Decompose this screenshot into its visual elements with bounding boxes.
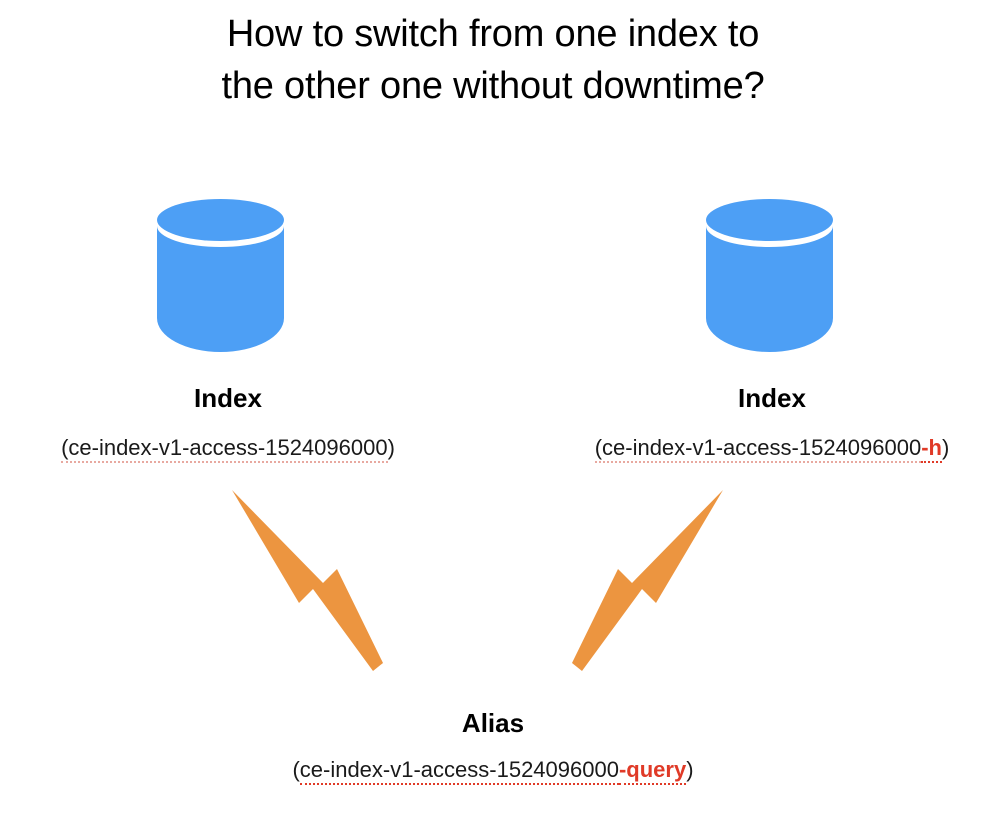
database-cylinder-icon-index-old — [157, 198, 284, 356]
index-old-name: (ce-index-v1-access-1524096000) — [0, 435, 721, 463]
index-new-name-text: (ce-index-v1-access-1524096000 — [594, 435, 922, 463]
index-old-name-close: ) — [387, 435, 395, 460]
page-title-line-2: the other one without downtime? — [221, 65, 765, 107]
arrow-alias-to-index-new — [555, 483, 735, 673]
alias-name-open: ( — [292, 757, 300, 782]
alias-name-close: ) — [686, 757, 694, 782]
database-cylinder-icon-index-new — [706, 198, 833, 356]
index-new-name-suffix: -h — [921, 435, 942, 463]
page-title: How to switch from one index to the othe… — [0, 8, 986, 112]
index-old-name-text: (ce-index-v1-access-1524096000 — [61, 435, 388, 463]
alias-name-text: ce-index-v1-access-1524096000 — [299, 757, 619, 785]
alias-name: (ce-index-v1-access-1524096000-query) — [0, 757, 986, 785]
index-new-name-close: ) — [941, 435, 950, 460]
index-old-title: Index — [194, 383, 262, 413]
index-new-title: Index — [738, 383, 806, 413]
arrow-alias-to-index-old — [225, 483, 395, 673]
index-new-name: (ce-index-v1-access-1524096000-h) — [279, 435, 986, 463]
alias-title: Alias — [461, 708, 525, 738]
alias-name-suffix: -query — [618, 757, 687, 785]
page-title-line-1: How to switch from one index to — [226, 13, 760, 55]
